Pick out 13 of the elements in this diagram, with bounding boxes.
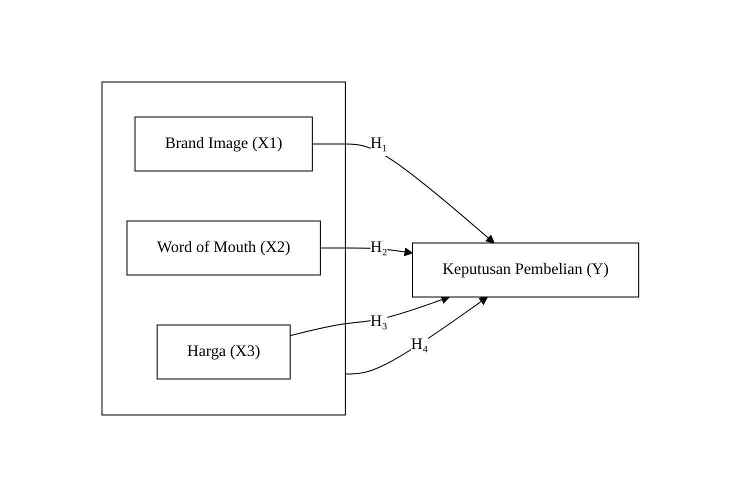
node-box: Brand Image (X1) <box>134 116 312 172</box>
node-box: Harga (X3) <box>156 324 290 380</box>
node-box: Word of Mouth (X2) <box>126 220 321 276</box>
arrow <box>320 248 413 256</box>
edge-label: H₃ <box>370 313 388 330</box>
edge-label: H₁ <box>370 135 388 152</box>
arrow <box>344 296 488 374</box>
arrow <box>289 296 450 336</box>
node-box: Keputusan Pembelian (Y) <box>412 242 639 298</box>
cluster <box>101 82 346 416</box>
edge-label: H₄ <box>410 336 428 354</box>
arrow <box>311 144 494 244</box>
edge-label: H₂ <box>370 239 388 256</box>
